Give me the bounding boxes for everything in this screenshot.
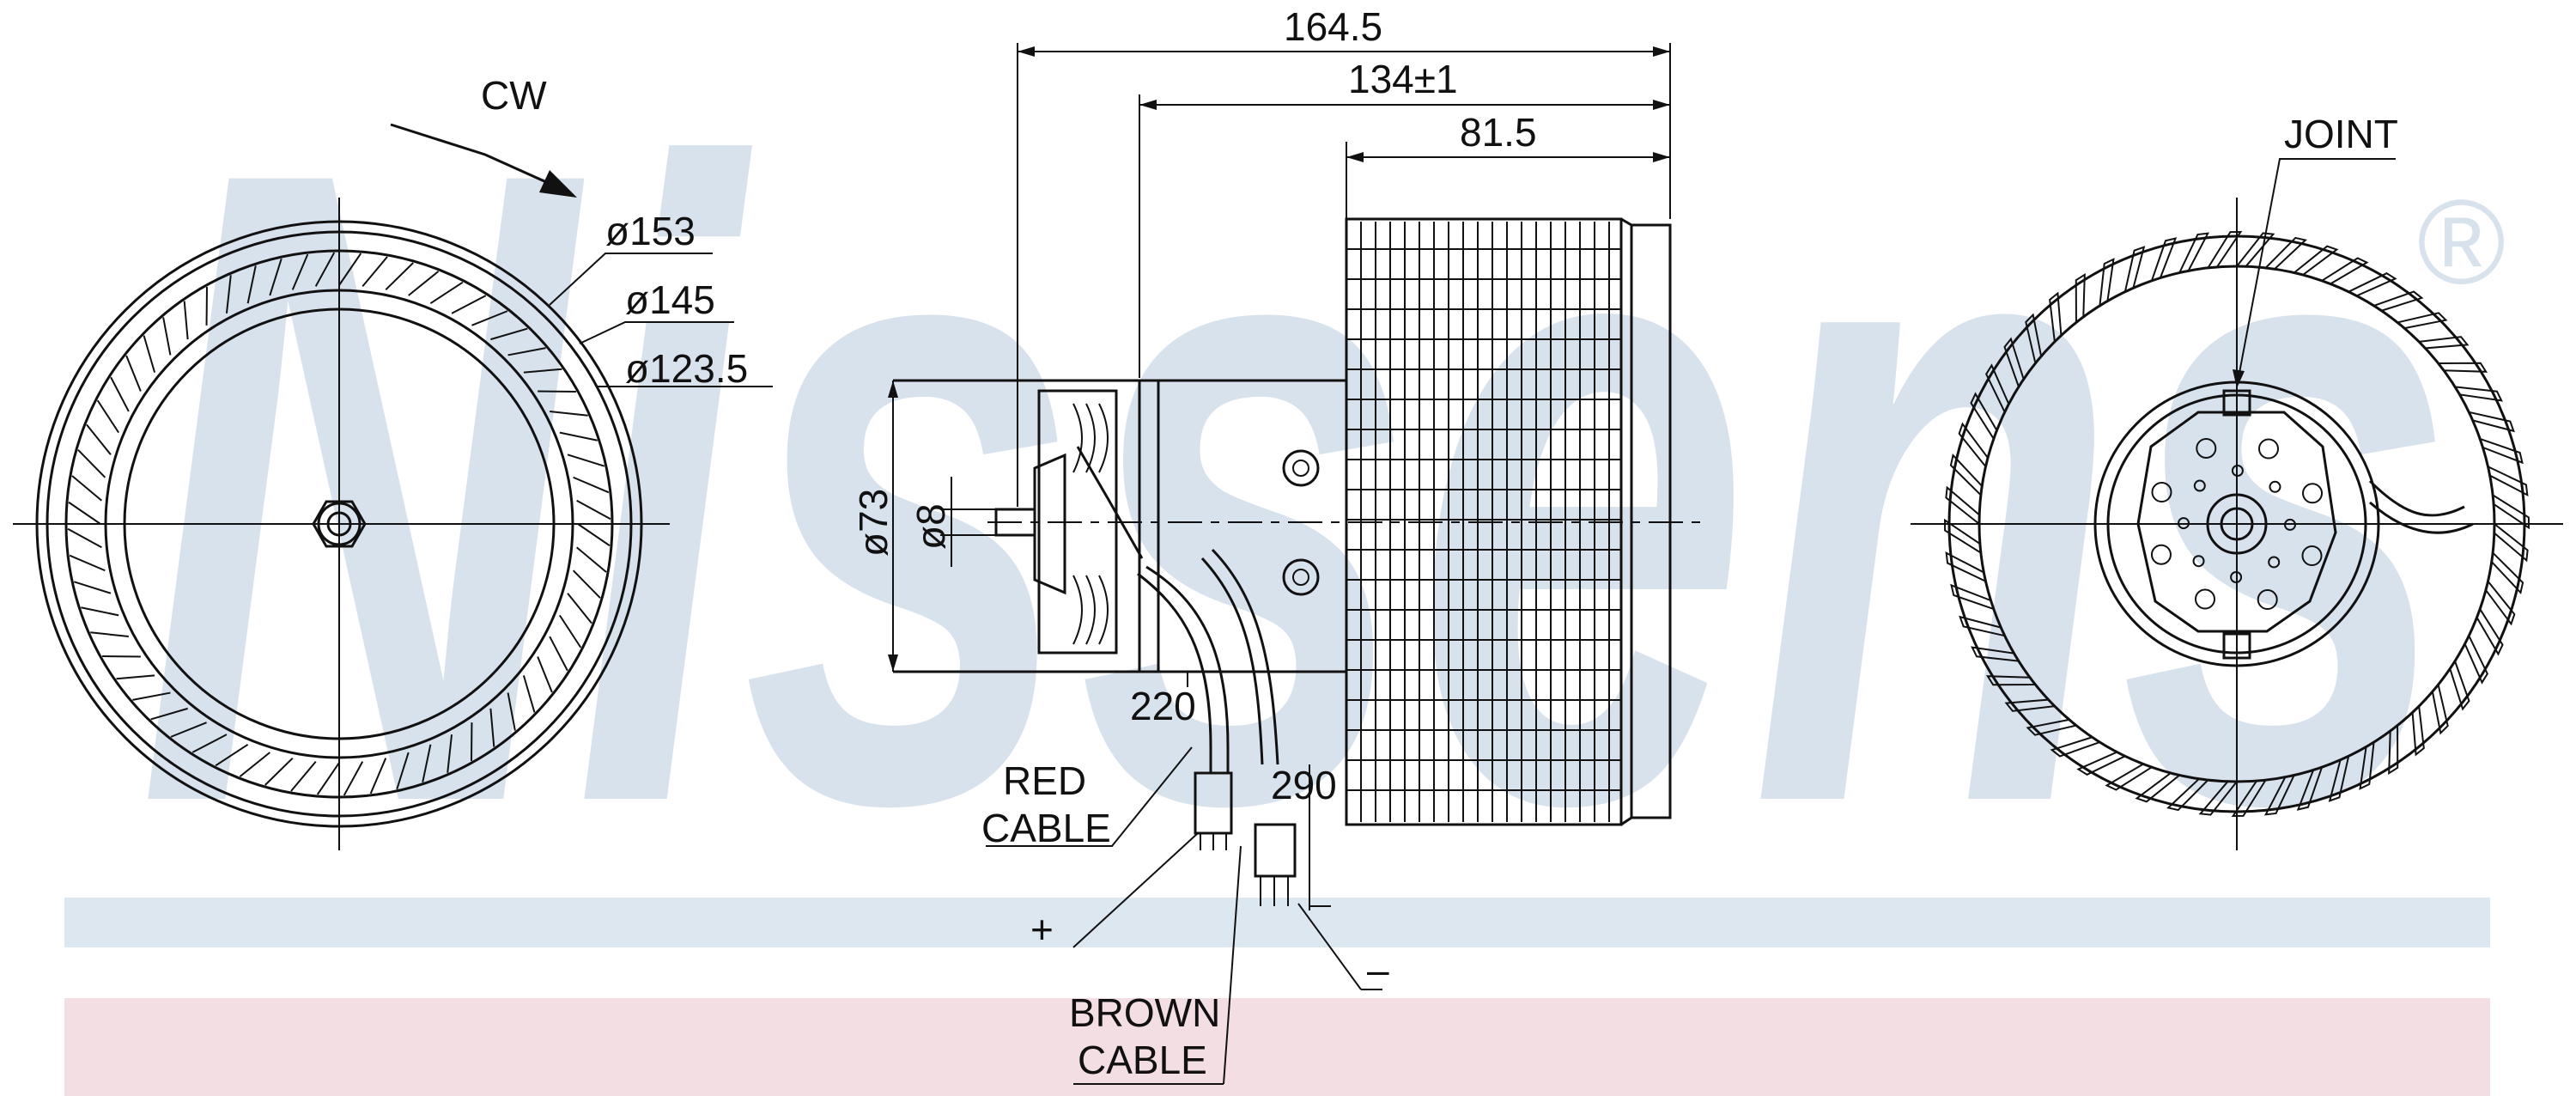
brown-cable-label-line1: BROWN	[1069, 990, 1220, 1035]
rear-holes	[2150, 437, 2324, 611]
side-view: 164.5 134±1 81.5 ø73 ø8	[851, 4, 1709, 1085]
cw-label: CW	[481, 73, 547, 118]
red-cable-label-line2: CABLE	[981, 806, 1111, 850]
length-81-5-label: 81.5	[1460, 110, 1537, 155]
pink-band	[64, 998, 2490, 1096]
cable-length-290-label: 290	[1271, 763, 1337, 807]
nissens-watermark: Nissens	[137, 0, 2456, 990]
minus-label: –	[1367, 947, 1389, 992]
front-blades	[67, 252, 611, 796]
diameter-145-label: ø145	[625, 277, 715, 322]
diameter-123-5-label: ø123.5	[625, 346, 748, 391]
joint-label: JOINT	[2284, 112, 2398, 156]
cw-arrow-head	[539, 170, 577, 198]
brown-cable-label-line2: CABLE	[1078, 1038, 1207, 1082]
front-view: CW ø153 ø145 ø123.5	[13, 73, 773, 850]
fan-wheel-slats	[1346, 222, 1621, 822]
length-134-label: 134±1	[1348, 57, 1458, 101]
plus-label: +	[1030, 907, 1054, 952]
length-164-5-label: 164.5	[1284, 4, 1382, 49]
rear-blades	[1944, 231, 2530, 817]
diameter-8-label: ø8	[908, 503, 953, 550]
diameter-153-label: ø153	[605, 209, 696, 253]
blue-band	[64, 898, 2490, 947]
registered-mark: ®	[2417, 174, 2506, 309]
red-cable-label-line1: RED	[1003, 758, 1086, 803]
rear-view: JOINT	[1911, 112, 2563, 850]
cable-length-220-label: 220	[1130, 684, 1196, 728]
diameter-73-label: ø73	[851, 489, 896, 557]
